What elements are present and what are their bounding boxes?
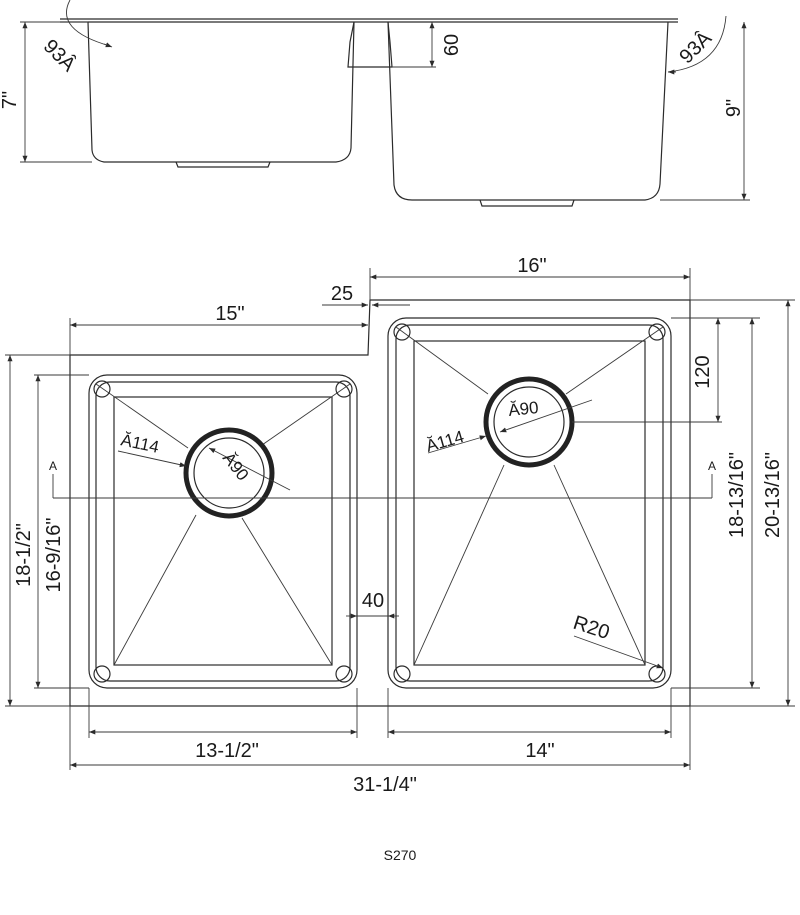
small-drain-inner-dia-label: Ă90 [219,449,253,485]
section-view: 7" 9" 60 93Â 93Â [0,0,750,207]
small-bowl-top-width-label: 15" [215,303,244,325]
small-bowl-section [87,21,355,163]
small-bowl-corners [93,380,353,683]
small-bowl-drain [183,427,275,519]
divider-gap-label: 40 [362,590,384,612]
step-offset-label: 25 [331,283,353,305]
large-bowl-inner-length-label: 18-13/16" [726,452,748,538]
small-bowl-bottom-width-label: 13-1/2" [195,740,259,762]
overall-width-label: 31-1/4" [353,774,417,796]
large-bowl-bottom-width-label: 14" [525,740,554,762]
divider-section [347,21,393,68]
sink-outline [69,299,691,707]
large-bowl-depth-label: 9" [723,99,745,117]
plan-view: A A 15" 16" 25 40 13-1/2" 14" [5,255,795,796]
large-drain-outer-dia-label: Ă114 [424,427,466,456]
large-bowl-outer-length-label: 20-13/16" [762,452,784,538]
large-bowl-section [387,21,669,201]
small-bowl-outer [88,374,358,689]
large-bowl-outer [387,317,672,689]
section-marker-right: A [708,459,716,473]
large-drain-inner-dia-label: Ă90 [507,398,539,420]
small-bowl-depth-label: 7" [0,91,21,109]
right-wall-angle-label: 93Â [675,26,717,68]
left-wall-angle-label: 93Â [39,35,81,77]
model-code: S270 [384,847,417,863]
small-bowl-outer-length-label: 18-1/2" [13,523,35,587]
corner-radius-label: R20 [570,612,612,644]
section-marker-left: A [49,459,57,473]
divider-height-label: 60 [441,34,463,56]
small-bowl-slope-lines [95,383,351,666]
drain-offset-label: 120 [692,355,714,388]
large-bowl-top-width-label: 16" [517,255,546,277]
small-bowl-inner-length-label: 16-9/16" [43,518,65,593]
